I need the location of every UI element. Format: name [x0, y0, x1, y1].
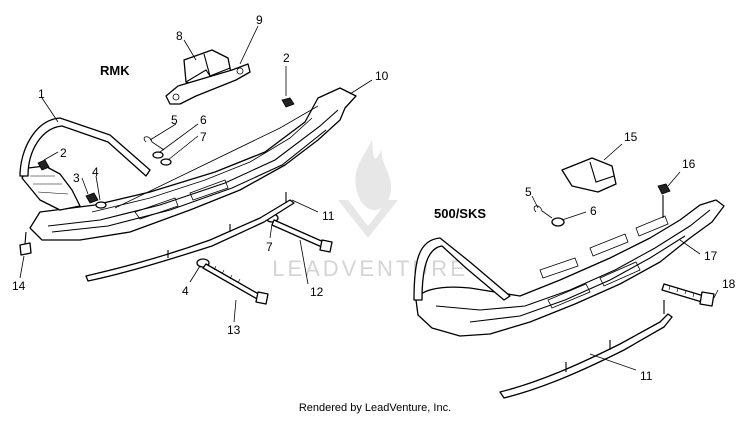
- bolt-12: [271, 219, 327, 249]
- sks-ski-loop: [413, 237, 511, 301]
- callout-rmk-13: 13: [227, 323, 241, 337]
- callout-rmk-3: 3: [73, 171, 80, 185]
- callout-rmk-10: 10: [375, 69, 389, 83]
- rmk-hardware: [19, 97, 333, 305]
- model-label-rmk: RMK: [100, 63, 130, 78]
- callout-sks-15: 15: [624, 130, 638, 144]
- footer-credit: Rendered by LeadVenture, Inc.: [299, 402, 451, 414]
- callout-rmk-4a: 4: [92, 165, 99, 179]
- rmk-leaders: [19, 25, 373, 323]
- wear-bar: [85, 199, 295, 282]
- callout-rmk-6: 6: [200, 113, 207, 127]
- callout-sks-6: 6: [590, 204, 597, 218]
- sks-wear-bar: [499, 313, 673, 399]
- saddle-plate: [165, 63, 251, 105]
- callout-rmk-9: 9: [256, 13, 263, 27]
- callout-rmk-8: 8: [176, 29, 183, 43]
- callout-rmk-7a: 7: [200, 130, 207, 144]
- sks-ski-assembly: [413, 157, 725, 337]
- sks-saddle: [561, 157, 617, 193]
- callout-rmk-4b: 4: [182, 284, 189, 298]
- bolt-13: [202, 263, 263, 301]
- sks-ski-body: [415, 199, 725, 337]
- ski-loop-handle: [19, 117, 151, 177]
- callout-rmk-2a: 2: [60, 146, 67, 160]
- bolt-18: [661, 283, 705, 303]
- ski-tip: [21, 165, 81, 211]
- callout-sks-18: 18: [722, 277, 736, 291]
- callout-sks-16: 16: [682, 157, 696, 171]
- callout-rmk-1: 1: [38, 87, 45, 101]
- callout-sks-11: 11: [640, 369, 653, 383]
- ski-body: [29, 87, 357, 241]
- callout-rmk-14: 14: [12, 279, 26, 293]
- callout-sks-5: 5: [525, 185, 532, 199]
- callout-sks-17: 17: [704, 249, 718, 263]
- sks-leaders: [531, 143, 719, 371]
- callout-rmk-7b: 7: [266, 240, 273, 254]
- callout-rmk-5: 5: [171, 113, 178, 127]
- leadventure-logo-watermark: [338, 140, 398, 238]
- rmk-ski-assembly: [19, 49, 357, 305]
- watermark-text: LEADVENTURE: [272, 256, 468, 281]
- model-label-sks: 500/SKS: [434, 206, 486, 221]
- callout-rmk-11: 11: [322, 209, 335, 223]
- callout-rmk-12: 12: [310, 285, 324, 299]
- callout-rmk-2b: 2: [283, 51, 290, 65]
